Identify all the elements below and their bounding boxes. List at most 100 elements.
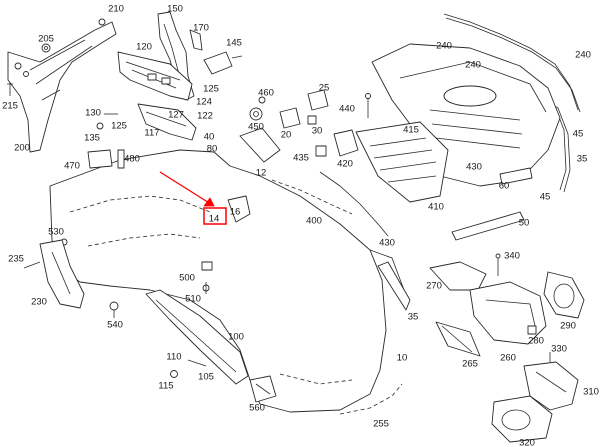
callout-125b: 125 (111, 121, 127, 132)
callout-60: 60 (499, 181, 510, 192)
housing-260 (469, 281, 547, 345)
callout-20: 20 (281, 130, 292, 141)
callout-410: 410 (428, 202, 444, 213)
bolt-115 (170, 370, 178, 378)
plate-145 (203, 51, 243, 75)
bolt-110 (187, 359, 207, 367)
plate-25 (307, 89, 329, 111)
bolt-205 (41, 43, 51, 53)
callout-270: 270 (426, 281, 442, 292)
clip-500 (201, 261, 213, 271)
callout-480: 480 (124, 154, 140, 165)
callout-35b: 35 (408, 312, 419, 323)
bracket-170 (189, 29, 203, 51)
callout-400: 400 (306, 216, 322, 227)
clip-435 (315, 145, 327, 157)
callout-265: 265 (462, 359, 478, 370)
duct-320 (491, 395, 553, 443)
strip-35 (377, 261, 411, 311)
bumper-10 (49, 149, 405, 413)
callout-110: 110 (166, 352, 181, 363)
callout-430: 430 (466, 162, 482, 173)
bolt-235 (23, 261, 41, 269)
cover-480 (117, 149, 125, 169)
plate-20 (279, 107, 301, 129)
callout-215: 215 (2, 101, 18, 112)
callout-280: 280 (528, 336, 544, 347)
callout-135: 135 (84, 133, 100, 144)
callout-40: 40 (204, 132, 215, 143)
callout-80: 80 (207, 144, 218, 155)
nut-540 (109, 301, 119, 318)
callout-435: 435 (293, 153, 309, 164)
clip-280 (527, 325, 537, 335)
strip-100 (145, 289, 249, 385)
callout-340: 340 (504, 251, 520, 262)
clip-30 (307, 115, 317, 125)
callout-145: 145 (226, 38, 242, 49)
bracket-230 (39, 239, 85, 309)
callout-125: 125 (203, 84, 219, 95)
callout-310: 310 (583, 387, 599, 398)
callout-255: 255 (373, 419, 389, 430)
bracket-117 (137, 103, 197, 141)
callout-150: 150 (167, 4, 183, 15)
callout-16: 16 (230, 207, 241, 218)
callout-45b: 45 (540, 192, 551, 203)
nut-460 (258, 96, 266, 104)
callout-240b: 240 (465, 60, 481, 71)
callout-415: 415 (403, 125, 419, 136)
callout-35: 35 (577, 154, 588, 165)
wire-430b (319, 171, 389, 237)
callout-330: 330 (551, 344, 567, 355)
callout-530: 530 (48, 227, 64, 238)
bezel-265 (435, 321, 481, 357)
rod-340 (495, 253, 501, 276)
callout-560: 560 (249, 403, 265, 414)
callout-12: 12 (256, 168, 267, 179)
callout-10: 10 (397, 353, 408, 364)
callout-105: 105 (198, 372, 214, 383)
callout-127: 127 (168, 110, 184, 121)
callout-260: 260 (500, 353, 516, 364)
callout-460: 460 (258, 88, 274, 99)
callout-122: 122 (197, 111, 213, 122)
callout-14: 14 (209, 214, 220, 225)
callout-30: 30 (312, 126, 323, 137)
callout-240c: 240 (575, 50, 591, 61)
cover-470 (87, 149, 113, 169)
callout-170: 170 (193, 23, 209, 34)
callout-470: 470 (64, 161, 80, 172)
rod-440 (365, 93, 371, 118)
clip-510 (202, 282, 210, 294)
highlight-box (203, 207, 227, 225)
callout-540: 540 (107, 320, 123, 331)
callout-290: 290 (560, 321, 576, 332)
bracket-270 (429, 261, 487, 291)
callout-124: 124 (196, 97, 212, 108)
duct-290 (543, 271, 585, 319)
grille-410 (355, 121, 449, 203)
callout-450: 450 (248, 122, 264, 133)
callout-130: 130 (85, 108, 101, 119)
callout-120: 120 (136, 42, 152, 53)
clip-450 (249, 107, 263, 121)
callout-200: 200 (14, 143, 30, 154)
callout-420: 420 (337, 159, 353, 170)
block-420 (333, 129, 359, 157)
callout-45: 45 (573, 129, 584, 140)
callout-440: 440 (339, 104, 355, 115)
screw-130 (96, 113, 118, 130)
callout-235: 235 (8, 254, 24, 265)
strip-255 (339, 383, 403, 415)
panel-12 (239, 127, 281, 163)
bracket-16 (227, 195, 251, 223)
callout-500: 500 (179, 273, 195, 284)
callout-430b: 430 (379, 238, 395, 249)
highlight-arrow (159, 171, 215, 207)
bracket-120 (117, 51, 193, 101)
strip-50 (451, 211, 525, 241)
callout-210: 210 (108, 4, 124, 15)
